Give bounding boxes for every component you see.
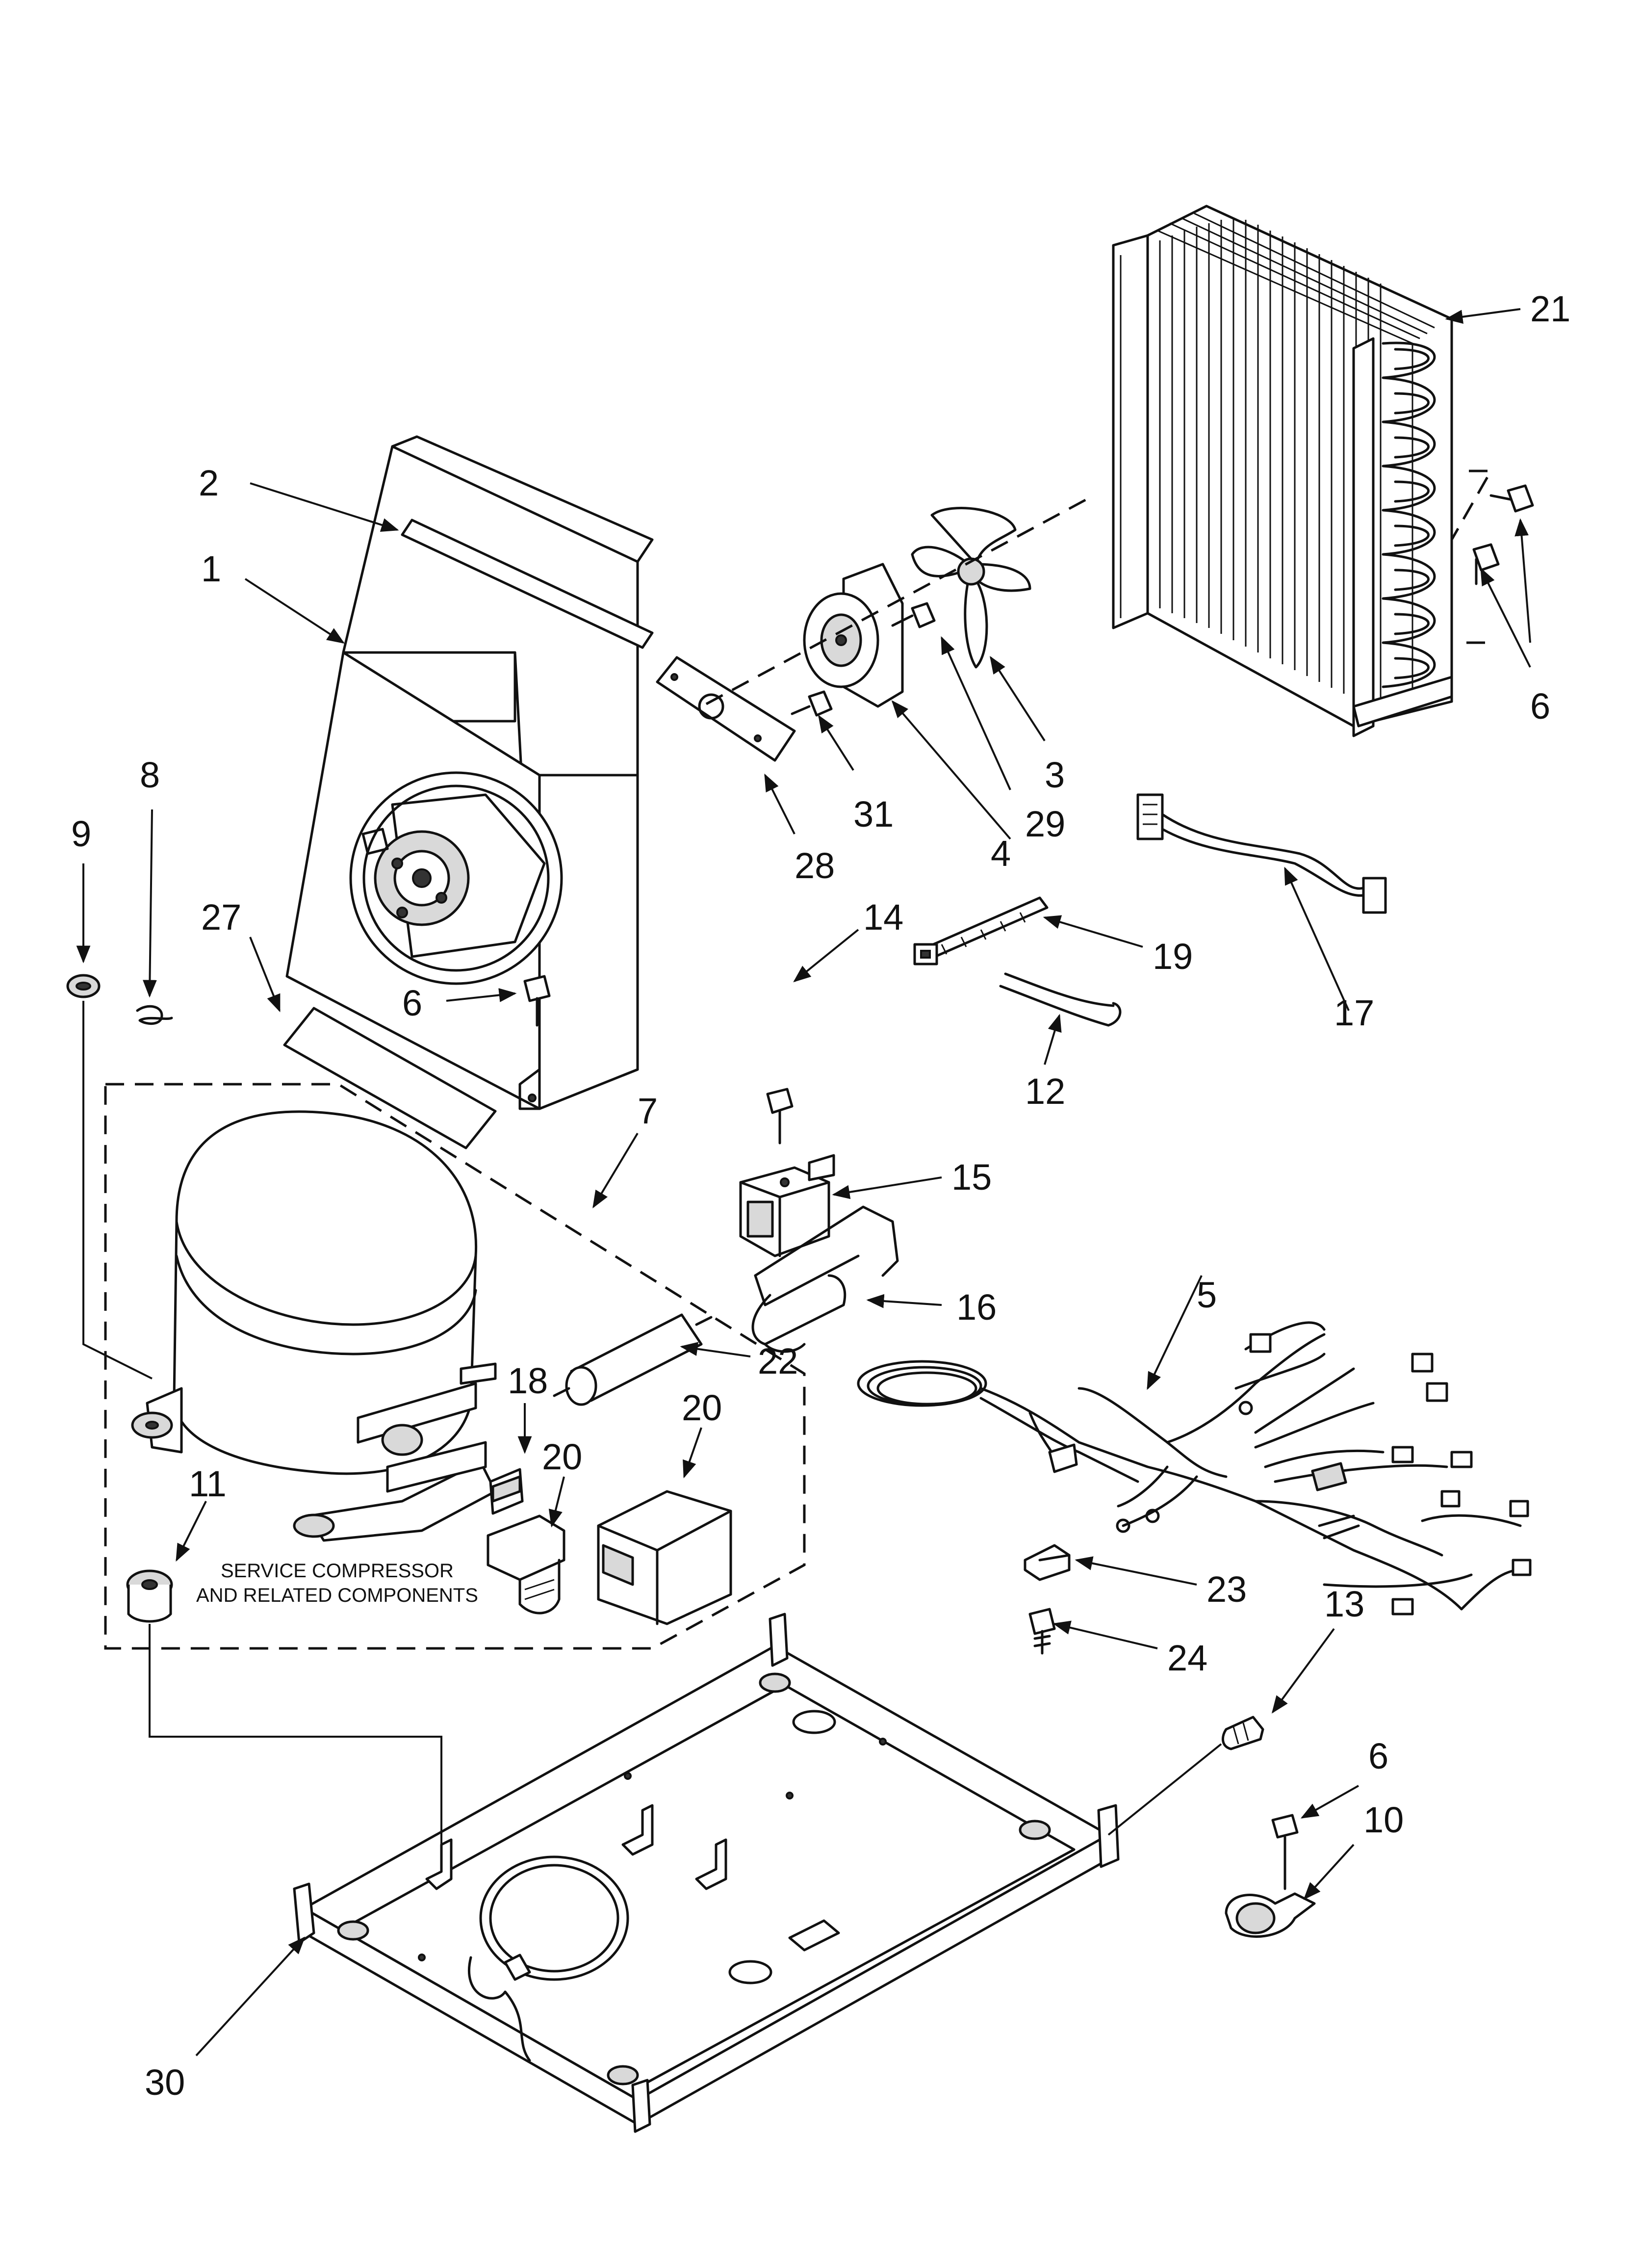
tube-clamp (1225, 1892, 1316, 1938)
service-note-line2: AND RELATED COMPONENTS (196, 1585, 478, 1606)
shroud-gasket (401, 519, 654, 649)
fan-blade-screw (891, 602, 936, 628)
callout-4: 4 (991, 833, 1011, 874)
callout-12: 12 (1025, 1071, 1065, 1112)
filter-drier (553, 1313, 713, 1406)
service-compressor-boundary (104, 1083, 806, 1650)
tubing-bracket (751, 1205, 899, 1353)
callout-21: 20 (682, 1387, 722, 1428)
fan-motor-bracket (656, 656, 796, 762)
callout-6-shroud: 6 (402, 983, 422, 1023)
overload-protector (489, 1468, 524, 1515)
callout-23: 22 (758, 1341, 798, 1382)
callout-9: 9 (71, 813, 91, 854)
ground-wire (82, 1001, 153, 1380)
shroud-screw (523, 975, 551, 1027)
base-screw (1221, 1716, 1264, 1750)
callout-1: 1 (201, 548, 221, 589)
callout-27: 27 (201, 897, 241, 938)
callout-7: 7 (638, 1091, 658, 1131)
callout-25: 24 (1167, 1638, 1207, 1678)
callout-2: 2 (199, 463, 219, 503)
callout-14: 14 (863, 897, 903, 938)
ground-wire-lower (149, 1624, 442, 1850)
callout-10: 10 (1363, 1799, 1404, 1840)
grommet (66, 974, 101, 998)
solenoid-coil (739, 1154, 835, 1257)
callout-30: 30 (145, 2062, 185, 2103)
callout-22: 23 (1206, 1569, 1247, 1610)
start-relay (487, 1514, 565, 1615)
condenser-coil (1112, 205, 1453, 737)
run-capacitor (597, 1490, 732, 1625)
callout-19: 19 (1153, 936, 1193, 977)
condenser-screws (1450, 469, 1534, 644)
leader-lines (76, 308, 1531, 2057)
callout-29: 29 (1025, 804, 1065, 844)
callout-28: 28 (795, 845, 835, 886)
harness-clip (1024, 1544, 1071, 1581)
callout-13: 13 (1324, 1584, 1364, 1624)
bracket-screw (791, 690, 833, 717)
callout-15: 15 (951, 1157, 992, 1198)
compressor-grommet (126, 1569, 173, 1623)
callout-5: 5 (1197, 1275, 1217, 1315)
callout-20-label: 20 (542, 1436, 582, 1477)
service-note-line1: SERVICE COMPRESSOR (221, 1560, 454, 1582)
callout-3: 3 (1045, 755, 1065, 795)
compressor (131, 1110, 497, 1542)
callout-17: 17 (1334, 992, 1374, 1033)
condenser-fan-motor (803, 563, 904, 708)
callout-31: 31 (853, 794, 894, 834)
main-wire-harness (857, 1321, 1532, 1616)
spacer-plate (283, 1007, 497, 1149)
clamp-screw (1271, 1814, 1299, 1890)
condenser-fan-blade (911, 507, 1031, 669)
callout-16: 16 (956, 1287, 997, 1328)
callout-18: 18 (508, 1360, 548, 1401)
valve-screw (766, 1088, 794, 1145)
cable-tie (913, 896, 1049, 965)
retaining-clip (136, 1005, 173, 1025)
callout-labels: 2 1 21 6 3 29 31 4 28 8 9 27 6 7 14 19 1… (71, 288, 1570, 2103)
callout-11: 11 (189, 1463, 227, 1504)
base-pan (293, 1613, 1120, 2133)
callout-6-condenser: 6 (1530, 686, 1550, 727)
callout-24: 21 (1530, 288, 1570, 329)
callout-6-clamp: 6 (1368, 1736, 1388, 1776)
fan-shroud (285, 435, 654, 1110)
callout-8: 8 (140, 755, 160, 795)
drain-tube (999, 972, 1122, 1027)
clip-screw (1028, 1608, 1056, 1655)
jumper-harness (1136, 793, 1387, 914)
